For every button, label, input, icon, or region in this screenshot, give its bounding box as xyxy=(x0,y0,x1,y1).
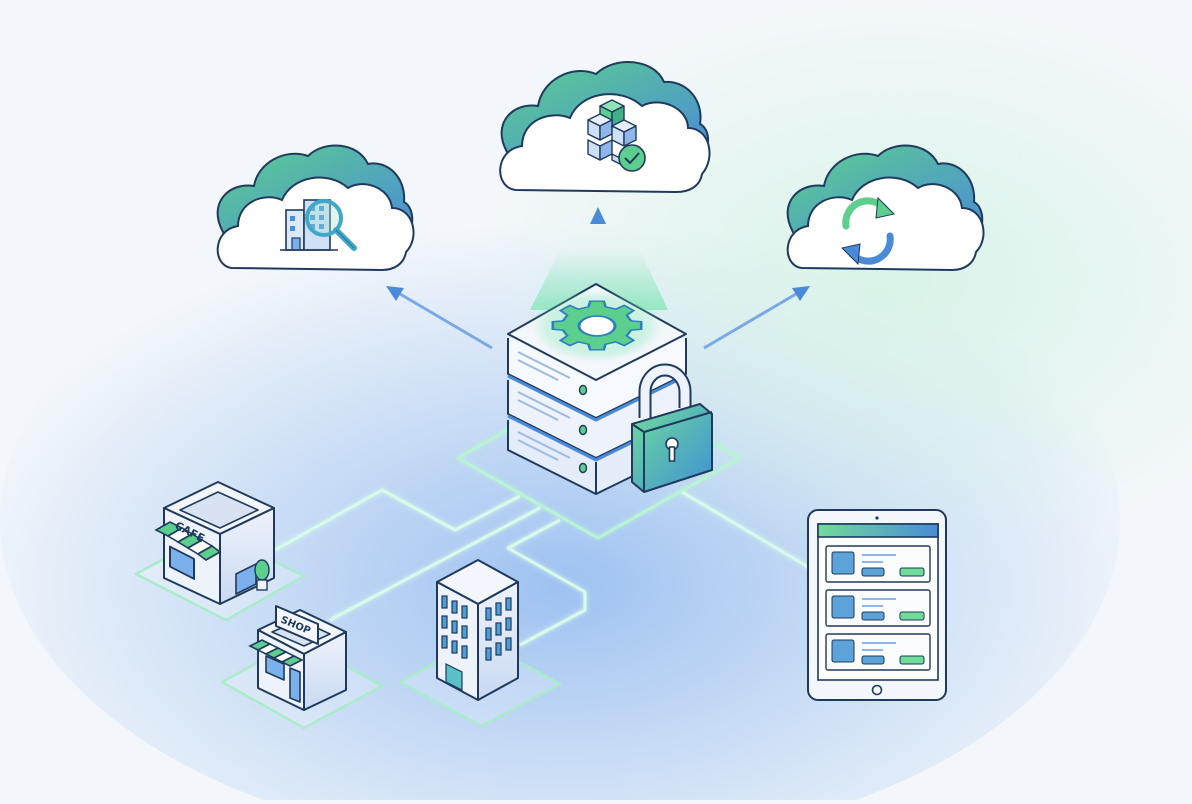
list-item xyxy=(825,589,931,627)
list-item xyxy=(825,633,931,671)
tablet xyxy=(807,509,947,701)
cloud-blocks xyxy=(499,61,711,194)
status-led xyxy=(578,462,588,474)
gear-icon xyxy=(539,294,655,358)
app-header-bar xyxy=(817,523,939,538)
building-shop: SHOP xyxy=(220,605,384,730)
status-led xyxy=(578,424,588,436)
plant-icon xyxy=(254,559,270,591)
tablet-list xyxy=(825,545,931,671)
building-cafe: CAFE xyxy=(134,481,306,622)
arrow-up-icon xyxy=(590,207,606,224)
list-item xyxy=(825,545,931,583)
building-magnifier-icon xyxy=(280,199,357,251)
building-office xyxy=(398,559,562,728)
arrow-up-right-icon xyxy=(792,286,810,301)
cloud-sync xyxy=(786,144,985,272)
light-beam xyxy=(530,250,668,310)
cloud-search xyxy=(216,144,415,272)
awning xyxy=(154,521,222,561)
camera-icon xyxy=(875,516,879,520)
office-windows xyxy=(441,595,512,691)
arrow-up-left-icon xyxy=(386,286,404,301)
awning xyxy=(248,639,304,667)
padlock-icon xyxy=(631,363,713,493)
sync-arrows-icon xyxy=(841,196,895,266)
status-led xyxy=(578,384,588,396)
home-button xyxy=(871,684,883,696)
cubes-check-icon xyxy=(587,99,646,172)
